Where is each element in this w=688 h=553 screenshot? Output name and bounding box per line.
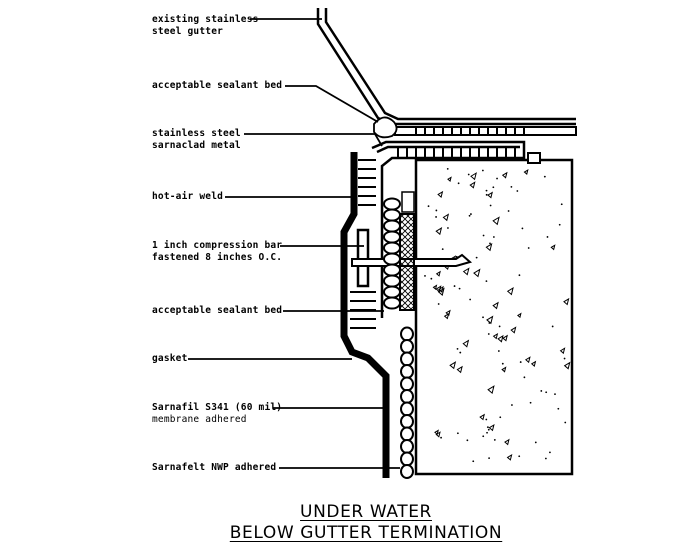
gutter-flange — [394, 126, 577, 136]
label-compression-bar: 1 inch compression bar fastened 8 inches… — [152, 240, 282, 264]
drawing-title-line1: UNDER WATER — [300, 502, 432, 522]
sarnafelt-chain — [400, 326, 414, 479]
label-sealant-bed-top: acceptable sealant bed — [152, 80, 282, 92]
label-line: stainless steel — [152, 128, 241, 139]
label-sarnafelt: Sarnafelt NWP adhered — [152, 462, 276, 474]
label-gasket: gasket — [152, 353, 188, 365]
concrete-wall — [414, 158, 574, 476]
label-line: existing stainless — [152, 14, 259, 25]
label-line: hot-air weld — [152, 191, 224, 202]
label-line: acceptable sealant bed — [152, 80, 283, 91]
label-line: fastened 8 inches O.C. — [152, 252, 283, 263]
hot-air-weld-hatch — [350, 159, 376, 329]
label-sarnaclad: stainless steel sarnaclad metal — [152, 128, 241, 152]
membrane — [340, 152, 390, 478]
label-line: steel gutter — [152, 26, 224, 37]
label-line: acceptable sealant bed — [152, 305, 283, 316]
label-sealant-bed-mid: acceptable sealant bed — [152, 305, 282, 317]
sealant-bed-top — [373, 116, 398, 139]
gasket-coils — [383, 197, 401, 310]
label-line: 1 inch compression bar — [152, 240, 283, 251]
label-existing-gutter: existing stainless steel gutter — [152, 14, 259, 38]
sealant-bed-mid — [399, 213, 415, 311]
label-hot-air-weld: hot-air weld — [152, 191, 223, 203]
label-line: membrane adhered — [152, 414, 247, 425]
leader-lines — [188, 18, 400, 469]
insulation-block — [401, 191, 415, 213]
label-membrane: Sarnafil S341 (60 mil) membrane adhered — [152, 402, 282, 426]
concrete-aggregate — [424, 167, 571, 463]
label-line: Sarnafelt NWP adhered — [152, 462, 277, 473]
label-line: sarnaclad metal — [152, 140, 241, 151]
label-line: gasket — [152, 353, 188, 364]
drawing-title-line2: BELOW GUTTER TERMINATION — [229, 523, 503, 543]
flange-end-block — [527, 152, 541, 164]
sarnaclad-hatch — [397, 147, 516, 158]
label-line: Sarnafil S341 (60 mil) — [152, 402, 283, 413]
sarnaclad-metal — [371, 140, 526, 318]
gutter — [316, 8, 576, 126]
